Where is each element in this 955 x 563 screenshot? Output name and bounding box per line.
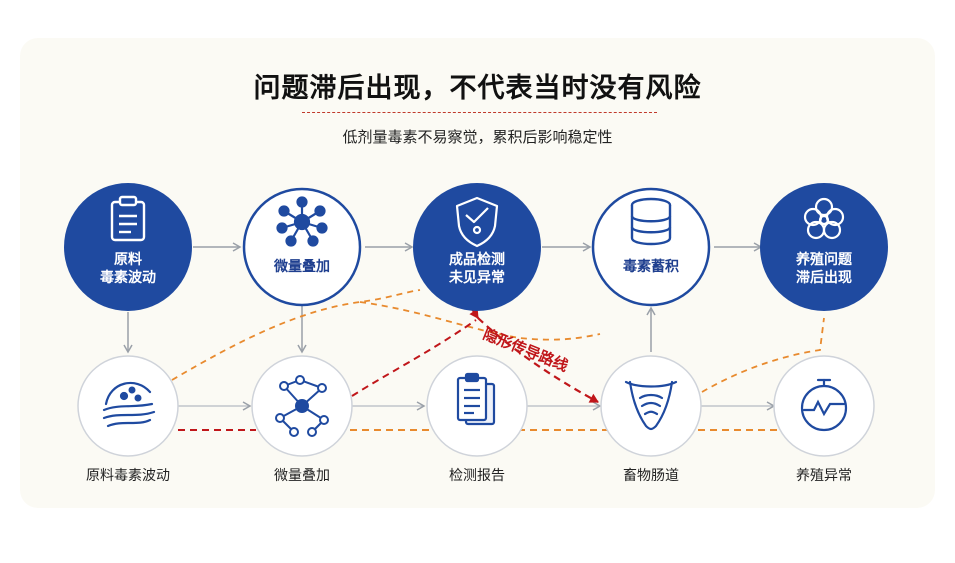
red-dash-rising xyxy=(351,319,477,397)
top-node-circle-2 xyxy=(242,187,362,307)
bottom-node-label-2: 微量叠加 xyxy=(274,468,330,484)
top-node-1-line2: 毒素波动 xyxy=(100,270,156,286)
bottom-node-label-4: 畜物肠道 xyxy=(623,468,679,484)
flower-icon xyxy=(803,197,845,240)
orange-dash-upper-left xyxy=(171,289,421,381)
vertical-connectors xyxy=(123,306,656,354)
top-node-1-line1: 原料 xyxy=(114,252,142,268)
top-node-4-line1: 毒素蓄积 xyxy=(623,259,679,275)
top-node-3-line1: 成品检测 xyxy=(449,252,505,268)
page-title: 问题滞后出现，不代表当时没有风险 xyxy=(253,73,702,104)
top-node-circle-1 xyxy=(64,183,192,311)
grain-bowl-icon xyxy=(102,382,156,428)
title-divider xyxy=(302,112,657,113)
hidden-path-lines xyxy=(171,289,825,431)
clipboard-icon xyxy=(110,195,146,242)
top-node-5-line2: 滞后出现 xyxy=(796,270,852,286)
molecule-network-icon xyxy=(275,375,329,437)
top-node-label-5: 养殖问题 滞后出现 xyxy=(764,251,884,287)
top-node-label-4: 毒素蓄积 xyxy=(591,258,711,276)
top-node-circles xyxy=(64,183,888,311)
top-node-circle-5 xyxy=(760,183,888,311)
red-dash-descending xyxy=(477,317,599,403)
database-stack-icon xyxy=(630,197,672,246)
top-node-label-2: 微量叠加 xyxy=(242,258,362,276)
report-document-icon xyxy=(456,372,496,426)
network-icon xyxy=(276,196,328,247)
orange-dash-right xyxy=(701,317,825,393)
top-node-label-1: 原料 毒素波动 xyxy=(68,251,188,287)
page-subtitle: 低剂量毒素不易察觉，累积后影响稳定性 xyxy=(342,128,613,146)
bottom-node-label-3: 检测报告 xyxy=(449,468,505,484)
bottom-node-circle-4 xyxy=(600,355,702,457)
top-node-label-3: 成品检测 未见异常 xyxy=(417,251,537,287)
top-node-circle-4 xyxy=(591,187,711,307)
shield-check-icon xyxy=(455,196,499,248)
intestine-icon xyxy=(624,380,678,431)
top-node-5-line1: 养殖问题 xyxy=(796,252,852,268)
top-node-2-line1: 微量叠加 xyxy=(274,259,330,275)
gauge-timer-icon xyxy=(800,378,848,432)
orange-dash-middle xyxy=(359,301,601,341)
bottom-node-label-1: 原料毒素波动 xyxy=(86,468,170,484)
bottom-node-label-5: 养殖异常 xyxy=(796,468,852,484)
bottom-node-circle-5 xyxy=(773,355,875,457)
top-node-3-line2: 未见异常 xyxy=(449,270,505,286)
